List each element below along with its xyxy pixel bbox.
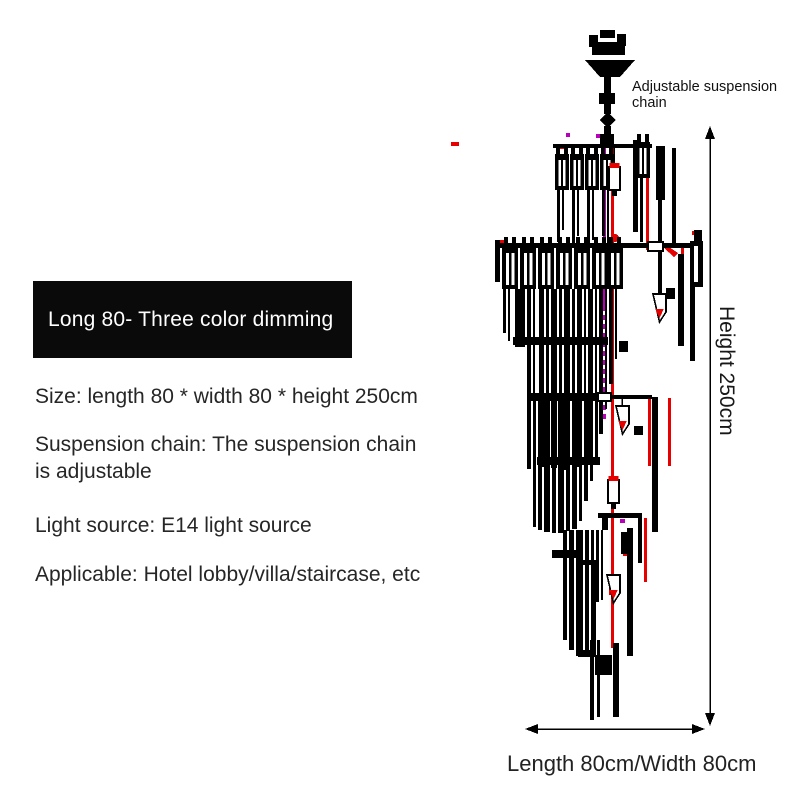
spec-suspension-chain: Suspension chain: The suspension chain i… xyxy=(35,433,417,483)
suspension-chain xyxy=(599,77,616,146)
spec-light-source: Light source: E14 light source xyxy=(35,514,312,537)
height-dimension-label: Height 250cm xyxy=(715,306,738,436)
height-dimension-arrow xyxy=(705,126,715,726)
spec-applicable: Applicable: Hotel lobby/villa/staircase,… xyxy=(35,563,421,586)
width-dimension-arrow xyxy=(525,724,705,734)
ceiling-mount xyxy=(585,30,635,77)
width-dimension-label: Length 80cm/Width 80cm xyxy=(507,751,757,776)
spec-size: Size: length 80 * width 80 * height 250c… xyxy=(35,385,418,408)
spec-list: Size: length 80 * width 80 * height 250c… xyxy=(35,383,493,588)
bottom-crystals xyxy=(590,528,633,720)
suspension-chain-annotation: Adjustable suspension chain xyxy=(632,79,778,111)
variant-badge: Long 80- Three color dimming xyxy=(33,281,352,358)
tier-3-crystals xyxy=(533,392,658,533)
tier-4-crystals xyxy=(552,513,642,657)
tier-2-crystals xyxy=(495,230,703,470)
